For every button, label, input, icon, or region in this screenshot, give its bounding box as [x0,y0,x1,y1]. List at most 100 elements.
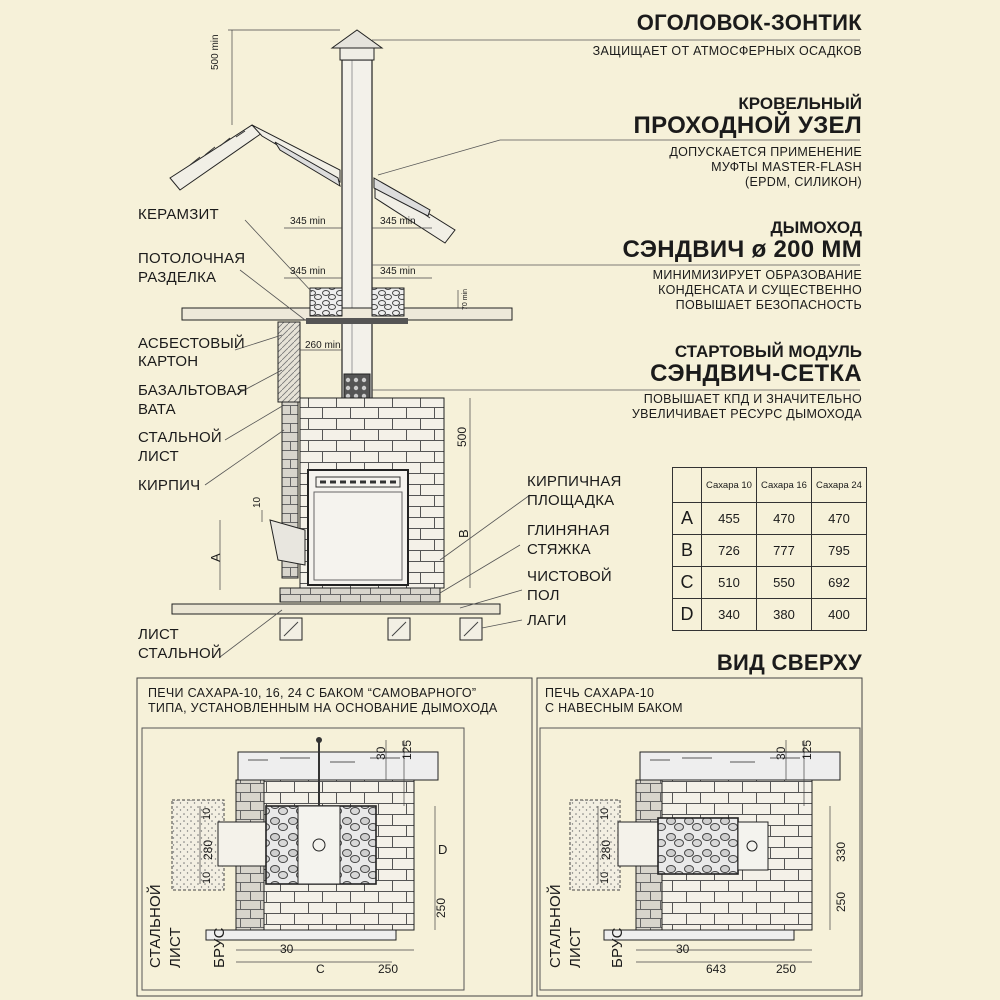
label-asbest-1: АСБЕСТОВЫЙ [138,335,245,352]
label-floor-2: ПОЛ [527,587,560,604]
plan-right-caption-2: С НАВЕСНЫМ БАКОМ [545,701,683,715]
dim-500: 500 [455,426,469,447]
table-cell: 380 [756,598,812,631]
plan-right-steel-1: СТАЛЬНОЙ [547,884,564,968]
plan-left-dim-30a: 30 [374,746,388,760]
plan-right-drawing [569,740,841,963]
label-platform-1: КИРПИЧНАЯ [527,473,622,490]
firebox-tunnel [269,519,306,566]
column-header: Сахара 10 [701,467,757,503]
label-brick: КИРПИЧ [138,477,201,494]
plan-right-dim-125: 125 [800,739,814,760]
plan-left-dim-C: C [316,962,325,976]
dim-345-c: 345 min [290,266,326,277]
plan-left-dim-D: D [438,842,448,857]
label-clay-1: ГЛИНЯНАЯ [527,522,610,539]
spec-table: Сахара 10 Сахара 16 Сахара 24 A 455 470 … [672,467,867,631]
table-cell: 795 [811,534,867,567]
dim-A: A [208,553,223,562]
plan-left-dim-30b: 30 [280,942,294,956]
roof-flashing-right [373,177,431,217]
plan-right-dim-643: 643 [706,962,727,976]
dim-260min: 260 min [305,340,341,351]
chimney-desc-3: ПОВЫШАЕТ БЕЗОПАСНОСТЬ [675,298,862,312]
label-list-1: ЛИСТ [138,626,179,643]
table-cell: 455 [701,502,757,535]
plan-right-caption-1: ПЕЧЬ САХАРА-10 [545,686,655,700]
plan-left-dim-10a: 10 [201,807,213,820]
table-row: A 455 470 470 [672,502,867,535]
label-floor-1: ЧИСТОВОЙ [527,568,612,585]
plan-right-brus: БРУС [609,927,626,968]
table-cell: 470 [811,502,867,535]
dim-10: 10 [252,496,263,508]
table-cell: 550 [756,566,812,599]
plan-left-dim-250a: 250 [434,897,448,918]
label-clay-2: СТЯЖКА [527,541,591,558]
label-bazalt-2: ВАТА [138,401,176,418]
roof-flashing [274,141,341,188]
dim-345-b: 345 min [380,216,416,227]
label-lagi: ЛАГИ [527,612,567,629]
dim-70min: 70 min [462,288,469,310]
plan-left-dim-280: 280 [201,839,215,860]
column-header: Сахара 16 [756,467,812,503]
table-cell: 777 [756,534,812,567]
plan-right-dim-30a: 30 [774,746,788,760]
table-row: D 340 380 400 [672,598,867,631]
plan-right-dim-250a: 250 [834,891,848,912]
dim-345-d: 345 min [380,266,416,277]
table-cell: 510 [701,566,757,599]
label-steel-2: ЛИСТ [138,448,179,465]
label-bazalt-1: БАЗАЛЬТОВАЯ [138,382,248,399]
start-desc-2: УВЕЛИЧИВАЕТ РЕСУРС ДЫМОХОДА [631,407,862,421]
plan-left-caption-2: ТИПА, УСТАНОВЛЕННЫМ НА ОСНОВАНИЕ ДЫМОХОД… [148,701,498,715]
roof-title: КРОВЕЛЬНЫЙ [738,94,862,113]
dim-500min: 500 min [210,34,221,70]
chimney-title-2: СЭНДВИЧ ø 200 ММ [622,236,862,263]
roof-desc-2: МУФТЫ MASTER-FLASH [711,160,862,174]
row-key: A [672,502,702,535]
label-asbest-2: КАРТОН [138,353,199,370]
row-key: B [672,534,702,567]
table-cell: 726 [701,534,757,567]
plan-right-steel-2: ЛИСТ [567,927,584,968]
label-steel-1: СТАЛЬНОЙ [138,429,222,446]
roof-desc-1: ДОПУСКАЕТСЯ ПРИМЕНЕНИЕ [669,145,862,159]
start-title-2: СЭНДВИЧ-СЕТКА [650,360,862,387]
plan-left-caption-1: ПЕЧИ САХАРА-10, 16, 24 С БАКОМ “САМОВАРН… [148,686,477,700]
table-cell: 340 [701,598,757,631]
plan-right-dim-10b: 10 [599,871,611,884]
table-cell: 470 [756,502,812,535]
plan-right-dim-280: 280 [599,839,613,860]
plan-right-frame [536,677,863,997]
plan-left-frame [136,677,533,997]
chimney-desc-2: КОНДЕНСАТА И СУЩЕСТВЕННО [658,283,862,297]
finish-floor [171,603,501,615]
table-cell: 400 [811,598,867,631]
plan-left-dim-250b: 250 [378,962,399,976]
start-desc-1: ПОВЫШАЕТ КПД И ЗНАЧИТЕЛЬНО [643,392,862,406]
column-header: Сахара 24 [811,467,867,503]
roof-desc-3: (EPDM, СИЛИКОН) [745,175,862,189]
table-row: B 726 777 795 [672,534,867,567]
top-view-title: ВИД СВЕРХУ [716,650,862,675]
plan-left-brus: БРУС [211,927,228,968]
roof-title-2: ПРОХОДНОЙ УЗЕЛ [633,112,862,139]
plan-left-steel-1: СТАЛЬНОЙ [147,884,164,968]
label-razdelka-2: РАЗДЕЛКА [138,269,217,286]
table-cell: 692 [811,566,867,599]
label-platform-2: ПЛОЩАДКА [527,492,615,509]
plan-right-dim-30b: 30 [676,942,690,956]
dim-345-a: 345 min [290,216,326,227]
label-keramzit: КЕРАМЗИТ [138,206,219,223]
label-razdelka-1: ПОТОЛОЧНАЯ [138,250,246,267]
cap-desc: ЗАЩИЩАЕТ ОТ АТМОСФЕРНЫХ ОСАДКОВ [592,44,862,58]
brick-platform [279,587,441,603]
dim-B: B [456,529,471,538]
chimney-title: ДЫМОХОД [770,218,863,237]
label-list-2: СТАЛЬНОЙ [138,645,222,662]
plan-left-drawing [171,737,439,963]
plan-right-dim-10a: 10 [599,807,611,820]
